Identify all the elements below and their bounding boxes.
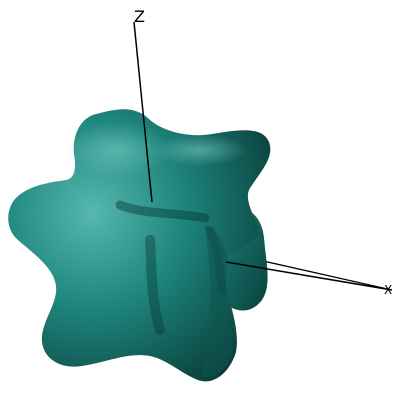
surface-crease: [115, 200, 210, 223]
surface-highlight: [152, 134, 248, 166]
z-axis-line: [133, 21, 153, 203]
surface-body: [8, 109, 271, 382]
x-axis-line: [225, 261, 393, 291]
surface-crease: [145, 235, 165, 335]
x-axis-label: X: [384, 283, 392, 297]
surface-highlight: [66, 122, 170, 178]
surface-front-lobe: [200, 225, 233, 378]
z-axis-label: Z: [134, 7, 145, 26]
